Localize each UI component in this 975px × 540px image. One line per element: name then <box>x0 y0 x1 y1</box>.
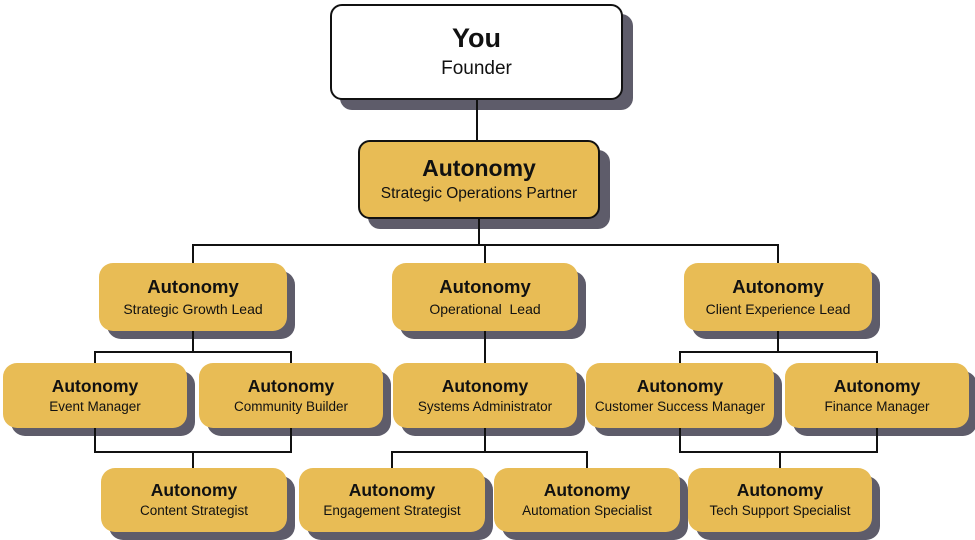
connector-cel-stem <box>777 331 779 352</box>
node-title: Autonomy <box>636 375 724 396</box>
node-title: You <box>452 23 501 54</box>
connector-sa-stem <box>484 428 486 453</box>
node-title: Autonomy <box>422 155 536 182</box>
org-node-customer-success-manager[interactable]: Autonomy Customer Success Manager <box>586 363 774 428</box>
node-subtitle: Community Builder <box>233 398 349 414</box>
org-node-systems-administrator[interactable]: Autonomy Systems Administrator <box>393 363 577 428</box>
node-subtitle: Event Manager <box>49 398 141 414</box>
connector-cel-bus <box>679 351 878 353</box>
connector-finance-manager-down <box>876 428 878 453</box>
node-subtitle: Founder <box>441 57 512 79</box>
node-subtitle: Client Experience Lead <box>705 300 851 317</box>
connector-sa-bus <box>391 451 588 453</box>
connector-sop-stem <box>478 219 480 245</box>
node-subtitle: Tech Support Specialist <box>709 503 851 519</box>
node-title: Autonomy <box>150 480 238 501</box>
connector-community-builder-down <box>290 428 292 453</box>
node-title: Autonomy <box>543 480 631 501</box>
connector-drop-cel <box>777 244 779 263</box>
org-node-event-manager[interactable]: Autonomy Event Manager <box>3 363 187 428</box>
node-subtitle: Finance Manager <box>824 398 930 414</box>
connector-drop-tech-support <box>779 451 781 468</box>
connector-sgl-stem <box>192 331 194 352</box>
org-node-content-strategist[interactable]: Autonomy Content Strategist <box>101 468 287 532</box>
org-node-client-experience-lead[interactable]: Autonomy Client Experience Lead <box>684 263 872 331</box>
node-subtitle: Operational Lead <box>429 300 541 317</box>
connector-drop-customer-success <box>679 351 681 363</box>
org-node-founder[interactable]: You Founder <box>330 4 623 100</box>
node-title: Autonomy <box>439 276 531 298</box>
connector-drop-engagement-strategist <box>391 451 393 468</box>
connector-drop-content-strategist <box>192 451 194 468</box>
org-node-engagement-strategist[interactable]: Autonomy Engagement Strategist <box>299 468 485 532</box>
node-title: Autonomy <box>736 480 824 501</box>
node-title: Autonomy <box>348 480 436 501</box>
connector-sgl-bus <box>94 351 292 353</box>
connector-ol-systems-admin <box>484 331 486 363</box>
org-node-community-builder[interactable]: Autonomy Community Builder <box>199 363 383 428</box>
node-title: Autonomy <box>441 375 529 396</box>
node-title: Autonomy <box>732 276 824 298</box>
org-node-automation-specialist[interactable]: Autonomy Automation Specialist <box>494 468 680 532</box>
node-subtitle: Automation Specialist <box>522 503 652 519</box>
connector-drop-event-manager <box>94 351 96 363</box>
org-node-finance-manager[interactable]: Autonomy Finance Manager <box>785 363 969 428</box>
node-subtitle: Engagement Strategist <box>323 503 461 519</box>
node-title: Autonomy <box>147 276 239 298</box>
connector-customer-success-down <box>679 428 681 453</box>
node-subtitle: Content Strategist <box>139 503 249 519</box>
node-title: Autonomy <box>51 375 139 396</box>
connector-drop-automation-specialist <box>586 451 588 468</box>
connector-drop-finance-manager <box>876 351 878 363</box>
node-subtitle: Strategic Growth Lead <box>123 300 263 317</box>
connector-founder-sop <box>476 100 478 140</box>
node-title: Autonomy <box>247 375 335 396</box>
node-subtitle: Customer Success Manager <box>594 398 766 414</box>
node-subtitle: Systems Administrator <box>417 398 553 414</box>
node-title: Autonomy <box>833 375 921 396</box>
org-node-tech-support-specialist[interactable]: Autonomy Tech Support Specialist <box>688 468 872 532</box>
org-node-strategic-growth-lead[interactable]: Autonomy Strategic Growth Lead <box>99 263 287 331</box>
node-subtitle: Strategic Operations Partner <box>380 184 578 202</box>
connector-drop-ol <box>484 244 486 263</box>
connector-drop-community-builder <box>290 351 292 363</box>
connector-merge-right-bus <box>679 451 878 453</box>
org-node-operational-lead[interactable]: Autonomy Operational Lead <box>392 263 578 331</box>
connector-drop-sgl <box>192 244 194 263</box>
connector-event-manager-down <box>94 428 96 453</box>
org-node-strategic-operations-partner[interactable]: Autonomy Strategic Operations Partner <box>358 140 600 219</box>
